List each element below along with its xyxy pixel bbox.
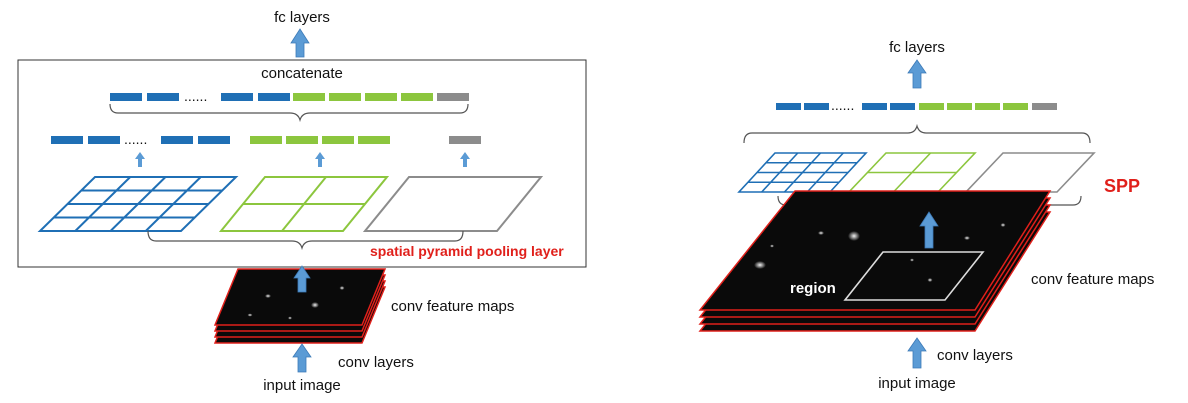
right-grid-2x2 [847,152,977,193]
right-conv-layers-label: conv layers [937,347,1013,364]
left-feature-maps [213,268,387,344]
spp-layer-box [17,59,587,268]
grid-1x1 [362,176,544,232]
grid-4x4 [37,176,239,232]
small-arrow-icon [135,152,145,167]
up-arrow-icon [293,265,311,293]
right-fc-layers-label: fc layers [889,39,945,56]
concat-dots: ...... [184,88,207,104]
left-fc-layers-label: fc layers [274,9,330,26]
left-concatenate-label: concatenate [261,65,343,82]
grid-2x2 [218,176,390,232]
blue-vector: ...... [51,131,230,147]
up-arrow-icon [919,211,939,249]
right-panel: fc layers ...... [698,39,1154,392]
pooling-brace [147,230,464,251]
right-concatenated-vector: ...... [776,97,1057,113]
right-feature-maps [698,190,1052,332]
blue-vector-dots: ...... [124,131,147,147]
up-arrow-icon [292,343,312,373]
small-arrow-icon [315,152,325,167]
left-input-image-label: input image [263,377,341,394]
pooling-layer-label: spatial pyramid pooling layer [370,243,564,259]
green-vector [250,136,390,144]
spp-label: SPP [1104,176,1140,196]
right-grid-1x1 [964,152,1096,193]
up-arrow-icon [907,59,927,89]
small-arrow-icon [460,152,470,167]
up-arrow-icon [290,28,310,58]
left-conv-feature-maps-label: conv feature maps [391,298,514,315]
region-box [843,251,985,301]
left-panel: fc layers concatenate ...... ...... [17,9,587,394]
right-conv-feature-maps-label: conv feature maps [1031,271,1154,288]
concatenated-vector: ...... [110,88,469,104]
right-vector-dots: ...... [831,97,854,113]
concat-brace [109,103,469,123]
left-conv-layers-label: conv layers [338,354,414,371]
region-label: region [790,280,836,297]
up-arrow-icon [907,337,927,369]
right-grid-4x4 [737,152,868,193]
right-input-image-label: input image [878,375,956,392]
right-top-brace [743,123,1091,144]
gray-vector [449,136,481,144]
